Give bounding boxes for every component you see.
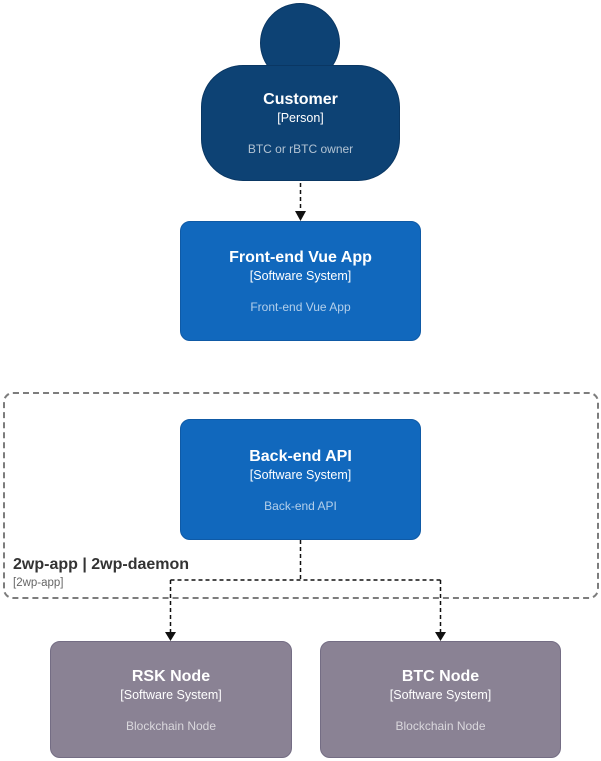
system-box-btc-node: BTC Node [Software System] Blockchain No… bbox=[320, 641, 561, 758]
boundary-subtitle: [2wp-app] bbox=[13, 577, 64, 589]
backend-description: Back-end API bbox=[264, 498, 337, 513]
arrow-backend-to-btc-head bbox=[435, 632, 446, 641]
frontend-name: Front-end Vue App bbox=[229, 249, 372, 266]
rsk-node-description: Blockchain Node bbox=[125, 718, 217, 733]
frontend-type: [Software System] bbox=[249, 269, 352, 283]
backend-name: Back-end API bbox=[249, 447, 352, 465]
person-name: Customer bbox=[263, 91, 338, 108]
rsk-node-name: RSK Node bbox=[131, 667, 211, 685]
system-box-rsk-node: RSK Node [Software System] Blockchain No… bbox=[50, 641, 292, 758]
backend-type: [Software System] bbox=[249, 467, 352, 482]
boundary-label: 2wp-app | 2wp-daemon [2wp-app] bbox=[13, 556, 189, 590]
person-type: [Person] bbox=[277, 111, 324, 125]
btc-node-description: Blockchain Node bbox=[395, 718, 486, 733]
arrow-customer-to-frontend-head bbox=[295, 211, 306, 221]
arrow-backend-to-rsk-head bbox=[165, 632, 176, 641]
frontend-description: Front-end Vue App bbox=[250, 300, 351, 314]
btc-node-name: BTC Node bbox=[401, 667, 480, 685]
rsk-node-type: [Software System] bbox=[120, 687, 222, 702]
system-box-frontend: Front-end Vue App [Software System] Fron… bbox=[180, 221, 421, 341]
person-customer-box: Customer [Person] BTC or rBTC owner bbox=[201, 65, 400, 181]
system-box-backend: Back-end API [Software System] Back-end … bbox=[180, 419, 421, 540]
person-description: BTC or rBTC owner bbox=[247, 142, 354, 156]
boundary-title: 2wp-app | 2wp-daemon bbox=[13, 556, 190, 573]
boundary-2wp-app: 2wp-app | 2wp-daemon [2wp-app] bbox=[3, 392, 599, 599]
btc-node-type: [Software System] bbox=[389, 687, 492, 702]
